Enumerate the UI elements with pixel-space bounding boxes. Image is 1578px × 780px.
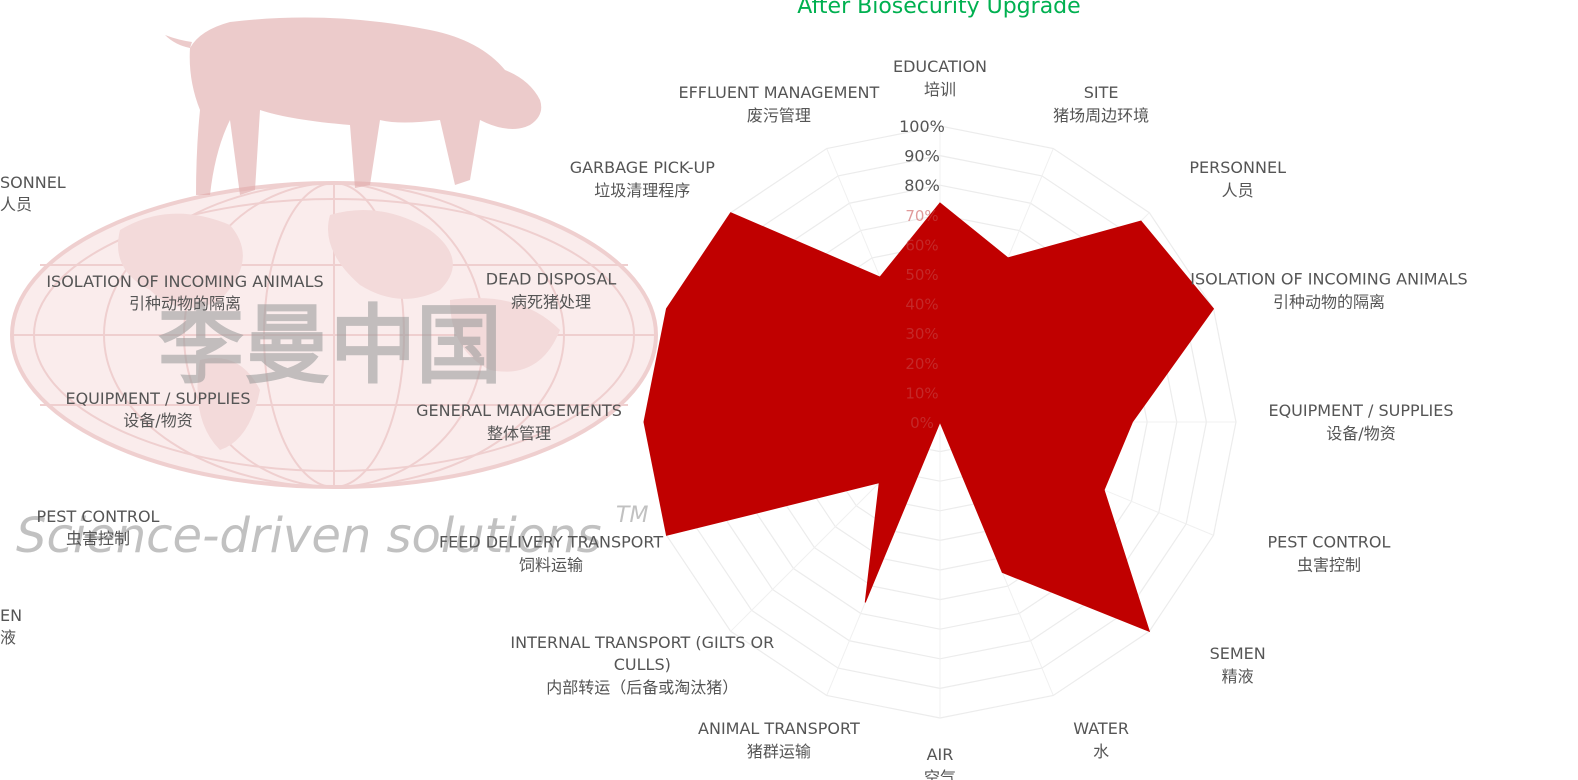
axis-label-zh: 虫害控制	[1297, 556, 1361, 575]
ghost-label-en: PEST CONTROL	[37, 507, 160, 526]
axis-label: FEED DELIVERY TRANSPORT 饲料运输	[439, 533, 663, 575]
ghost-label-zh: 虫害控制	[66, 529, 130, 548]
ghost-label-zh: 设备/物资	[123, 411, 192, 430]
axis-label-zh: 内部转运（后备或淘汰猪）	[546, 678, 738, 697]
axis-label: EDUCATION 培训	[893, 57, 987, 99]
axis-label: AIR 空气	[924, 745, 956, 780]
axis-label-en: AIR	[927, 745, 954, 764]
axis-label: EQUIPMENT / SUPPLIES 设备/物资	[1268, 401, 1453, 443]
ghost-label-zh: 液	[0, 628, 16, 647]
axis-label-en: PEST CONTROL	[1268, 533, 1391, 552]
axis-label: EFFLUENT MANAGEMENT 废污管理	[678, 83, 879, 125]
axis-label-zh: 人员	[1222, 181, 1254, 200]
axis-label-en: CULLS)	[614, 655, 671, 674]
chart-title: After Biosecurity Upgrade	[797, 0, 1080, 19]
tick-label: 60%	[905, 236, 938, 254]
radial-tick-labels: 0% 10% 20% 30% 40% 50% 60% 70% 80% 90% 100%	[899, 117, 945, 432]
axis-label-en: ISOLATION OF INCOMING ANIMALS	[1190, 269, 1467, 288]
tick-label: 20%	[905, 355, 938, 373]
axis-label-en: SITE	[1084, 83, 1119, 102]
axis-label: SITE 猪场周边环境	[1053, 83, 1149, 125]
axis-label-zh: 猪场周边环境	[1053, 106, 1149, 125]
tick-label: 100%	[899, 117, 945, 136]
axis-label: GARBAGE PICK-UP 垃圾清理程序	[570, 158, 716, 200]
ghost-chart-labels: SONNEL 人员 ISOLATION OF INCOMING ANIMALS 引种动…	[0, 173, 324, 647]
axis-label-zh: 病死猪处理	[511, 292, 591, 311]
axis-label: PERSONNEL 人员	[1189, 158, 1286, 200]
axis-label-zh: 垃圾清理程序	[594, 181, 690, 200]
axis-label-zh: 猪群运输	[747, 742, 811, 761]
axis-label: GENERAL MANAGEMENTS 整体管理	[416, 401, 622, 443]
axis-label-en: DEAD DISPOSAL	[486, 269, 617, 288]
tick-label: 90%	[904, 147, 940, 166]
axis-label-zh: 培训	[924, 80, 956, 99]
axis-label-en: GARBAGE PICK-UP	[570, 158, 716, 177]
axis-label-zh: 引种动物的隔离	[1273, 292, 1385, 311]
globe-emblem	[10, 181, 658, 489]
axis-label-zh: 饲料运输	[519, 556, 583, 575]
ghost-label-zh: 人员	[0, 195, 32, 214]
axis-label: WATER 水	[1073, 719, 1129, 761]
ghost-label-en: SONNEL	[0, 173, 66, 192]
axis-label-en: EFFLUENT MANAGEMENT	[678, 83, 879, 102]
tick-label: 0%	[910, 414, 934, 432]
axis-label: ANIMAL TRANSPORT 猪群运输	[698, 719, 860, 761]
axis-label: SEMEN 精液	[1210, 644, 1266, 686]
watermark-trademark: TM	[616, 503, 648, 528]
axis-label-en: PERSONNEL	[1189, 158, 1286, 177]
axis-label-en: FEED DELIVERY TRANSPORT	[439, 533, 663, 552]
ghost-label-zh: 引种动物的隔离	[129, 294, 241, 313]
axis-label-zh: 空气	[924, 768, 956, 780]
axis-label-en: WATER	[1073, 719, 1129, 738]
axis-label-en: INTERNAL TRANSPORT (GILTS OR	[510, 633, 774, 652]
tick-label: 30%	[905, 325, 938, 343]
axis-label-zh: 水	[1093, 742, 1109, 761]
axis-label-en: EQUIPMENT / SUPPLIES	[1268, 401, 1453, 420]
ghost-label-en: ISOLATION OF INCOMING ANIMALS	[46, 272, 323, 291]
leman-watermark-logo: 李曼中国 Science-driven solutions TM	[10, 17, 658, 564]
axis-label-zh: 整体管理	[487, 424, 551, 443]
tick-label: 80%	[904, 176, 940, 195]
radar-series	[643, 202, 1215, 633]
ghost-label-en: EN	[0, 606, 22, 625]
axis-label-zh: 废污管理	[747, 106, 811, 125]
axis-label-en: EDUCATION	[893, 57, 987, 76]
axis-label: ISOLATION OF INCOMING ANIMALS 引种动物的隔离	[1190, 269, 1467, 311]
tick-label: 50%	[905, 266, 938, 284]
axis-label-zh: 设备/物资	[1326, 424, 1395, 443]
axis-label-en: ANIMAL TRANSPORT	[698, 719, 860, 738]
tick-label: 40%	[905, 296, 938, 314]
tick-label: 70%	[905, 207, 938, 225]
watermark-slogan: Science-driven solutions	[16, 508, 602, 564]
axis-label: DEAD DISPOSAL 病死猪处理	[486, 269, 617, 311]
axis-label: PEST CONTROL 虫害控制	[1268, 533, 1391, 575]
watermark-chinese-brand: 李曼中国	[158, 295, 502, 396]
axis-label-en: SEMEN	[1210, 644, 1266, 663]
axis-labels: EDUCATION 培训 SITE 猪场周边环境 PERSONNEL 人员 ISOLATIO…	[416, 57, 1467, 780]
tick-label: 10%	[905, 384, 938, 402]
axis-label: INTERNAL TRANSPORT (GILTS OR CULLS) 内部转运（后…	[510, 633, 774, 697]
ghost-label-en: EQUIPMENT / SUPPLIES	[65, 389, 250, 408]
axis-label-en: GENERAL MANAGEMENTS	[416, 401, 622, 420]
pig-silhouette	[165, 17, 542, 195]
axis-label-zh: 精液	[1222, 667, 1254, 686]
